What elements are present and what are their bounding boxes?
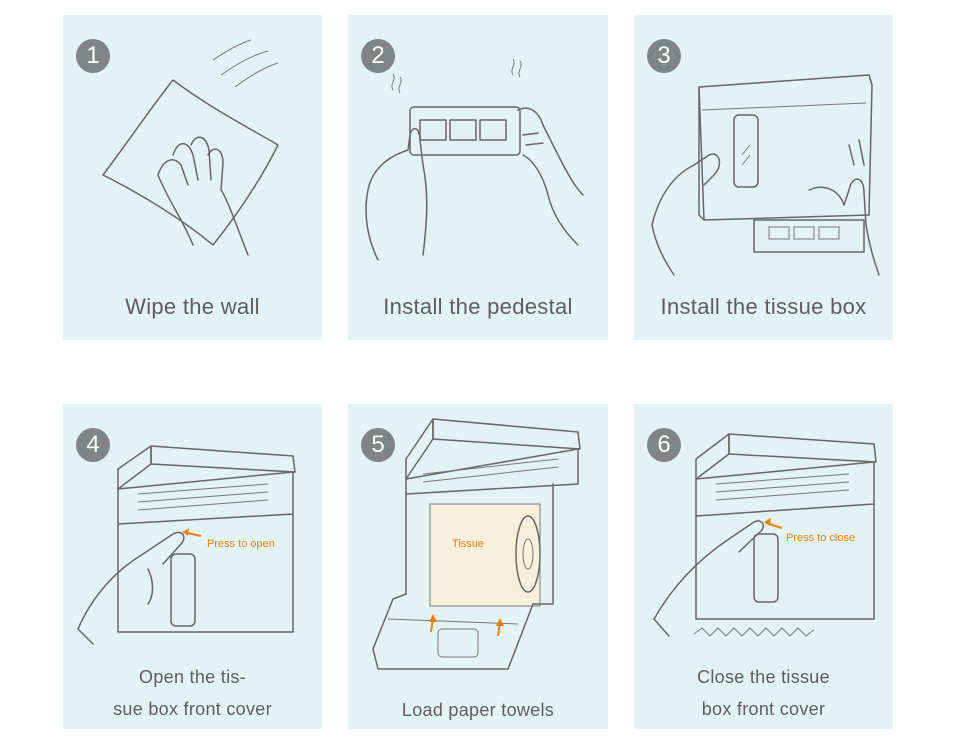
step-card-2: 2 Install the pedestal — [348, 15, 608, 340]
close-cover-illustration — [653, 433, 877, 637]
caption-line-1: Open the tis- — [139, 667, 246, 687]
step-caption: Open the tis- sue box front cover — [63, 661, 322, 725]
caption-line-2: sue box front cover — [113, 699, 272, 719]
press-hint-label: Press to open — [207, 538, 275, 550]
step-number-badge: 3 — [647, 39, 681, 73]
install-pedestal-illustration — [365, 58, 584, 261]
open-cover-illustration — [77, 445, 296, 645]
step-card-1: 1 Wipe the wall — [63, 15, 322, 340]
step-caption: Load paper towels — [401, 700, 555, 720]
step-number-badge: 5 — [361, 428, 395, 462]
step-caption: Close the tissue box front cover — [634, 661, 893, 725]
step-card-3: 3 Install the tissue box — [634, 15, 893, 340]
load-towels-illustration — [372, 418, 581, 670]
caption-line-1: Close the tissue — [697, 667, 830, 687]
tissue-label: Tissue — [452, 538, 484, 550]
step-number-badge: 4 — [76, 428, 110, 462]
install-box-illustration — [651, 74, 880, 276]
arrow-icon — [182, 528, 202, 537]
up-arrow-icon — [429, 614, 504, 637]
arrow-icon — [764, 518, 783, 529]
step-caption: Install the tissue box — [660, 294, 867, 319]
step-card-4: 4 Press to open Open the tis- sue box fr… — [63, 404, 322, 729]
step-caption: Install the pedestal — [383, 294, 573, 319]
step-number-badge: 6 — [647, 428, 681, 462]
step-number-badge: 2 — [361, 39, 395, 73]
wipe-wall-illustration — [102, 39, 279, 256]
step-caption: Wipe the wall — [125, 294, 260, 319]
step-card-6: 6 Press to close Close the tissue box fr… — [634, 404, 893, 729]
press-hint-label: Press to close — [786, 532, 856, 544]
step-number-badge: 1 — [76, 39, 110, 73]
step-card-5: 5 Tissue Load paper towels — [348, 404, 608, 729]
caption-line-2: box front cover — [701, 699, 826, 719]
